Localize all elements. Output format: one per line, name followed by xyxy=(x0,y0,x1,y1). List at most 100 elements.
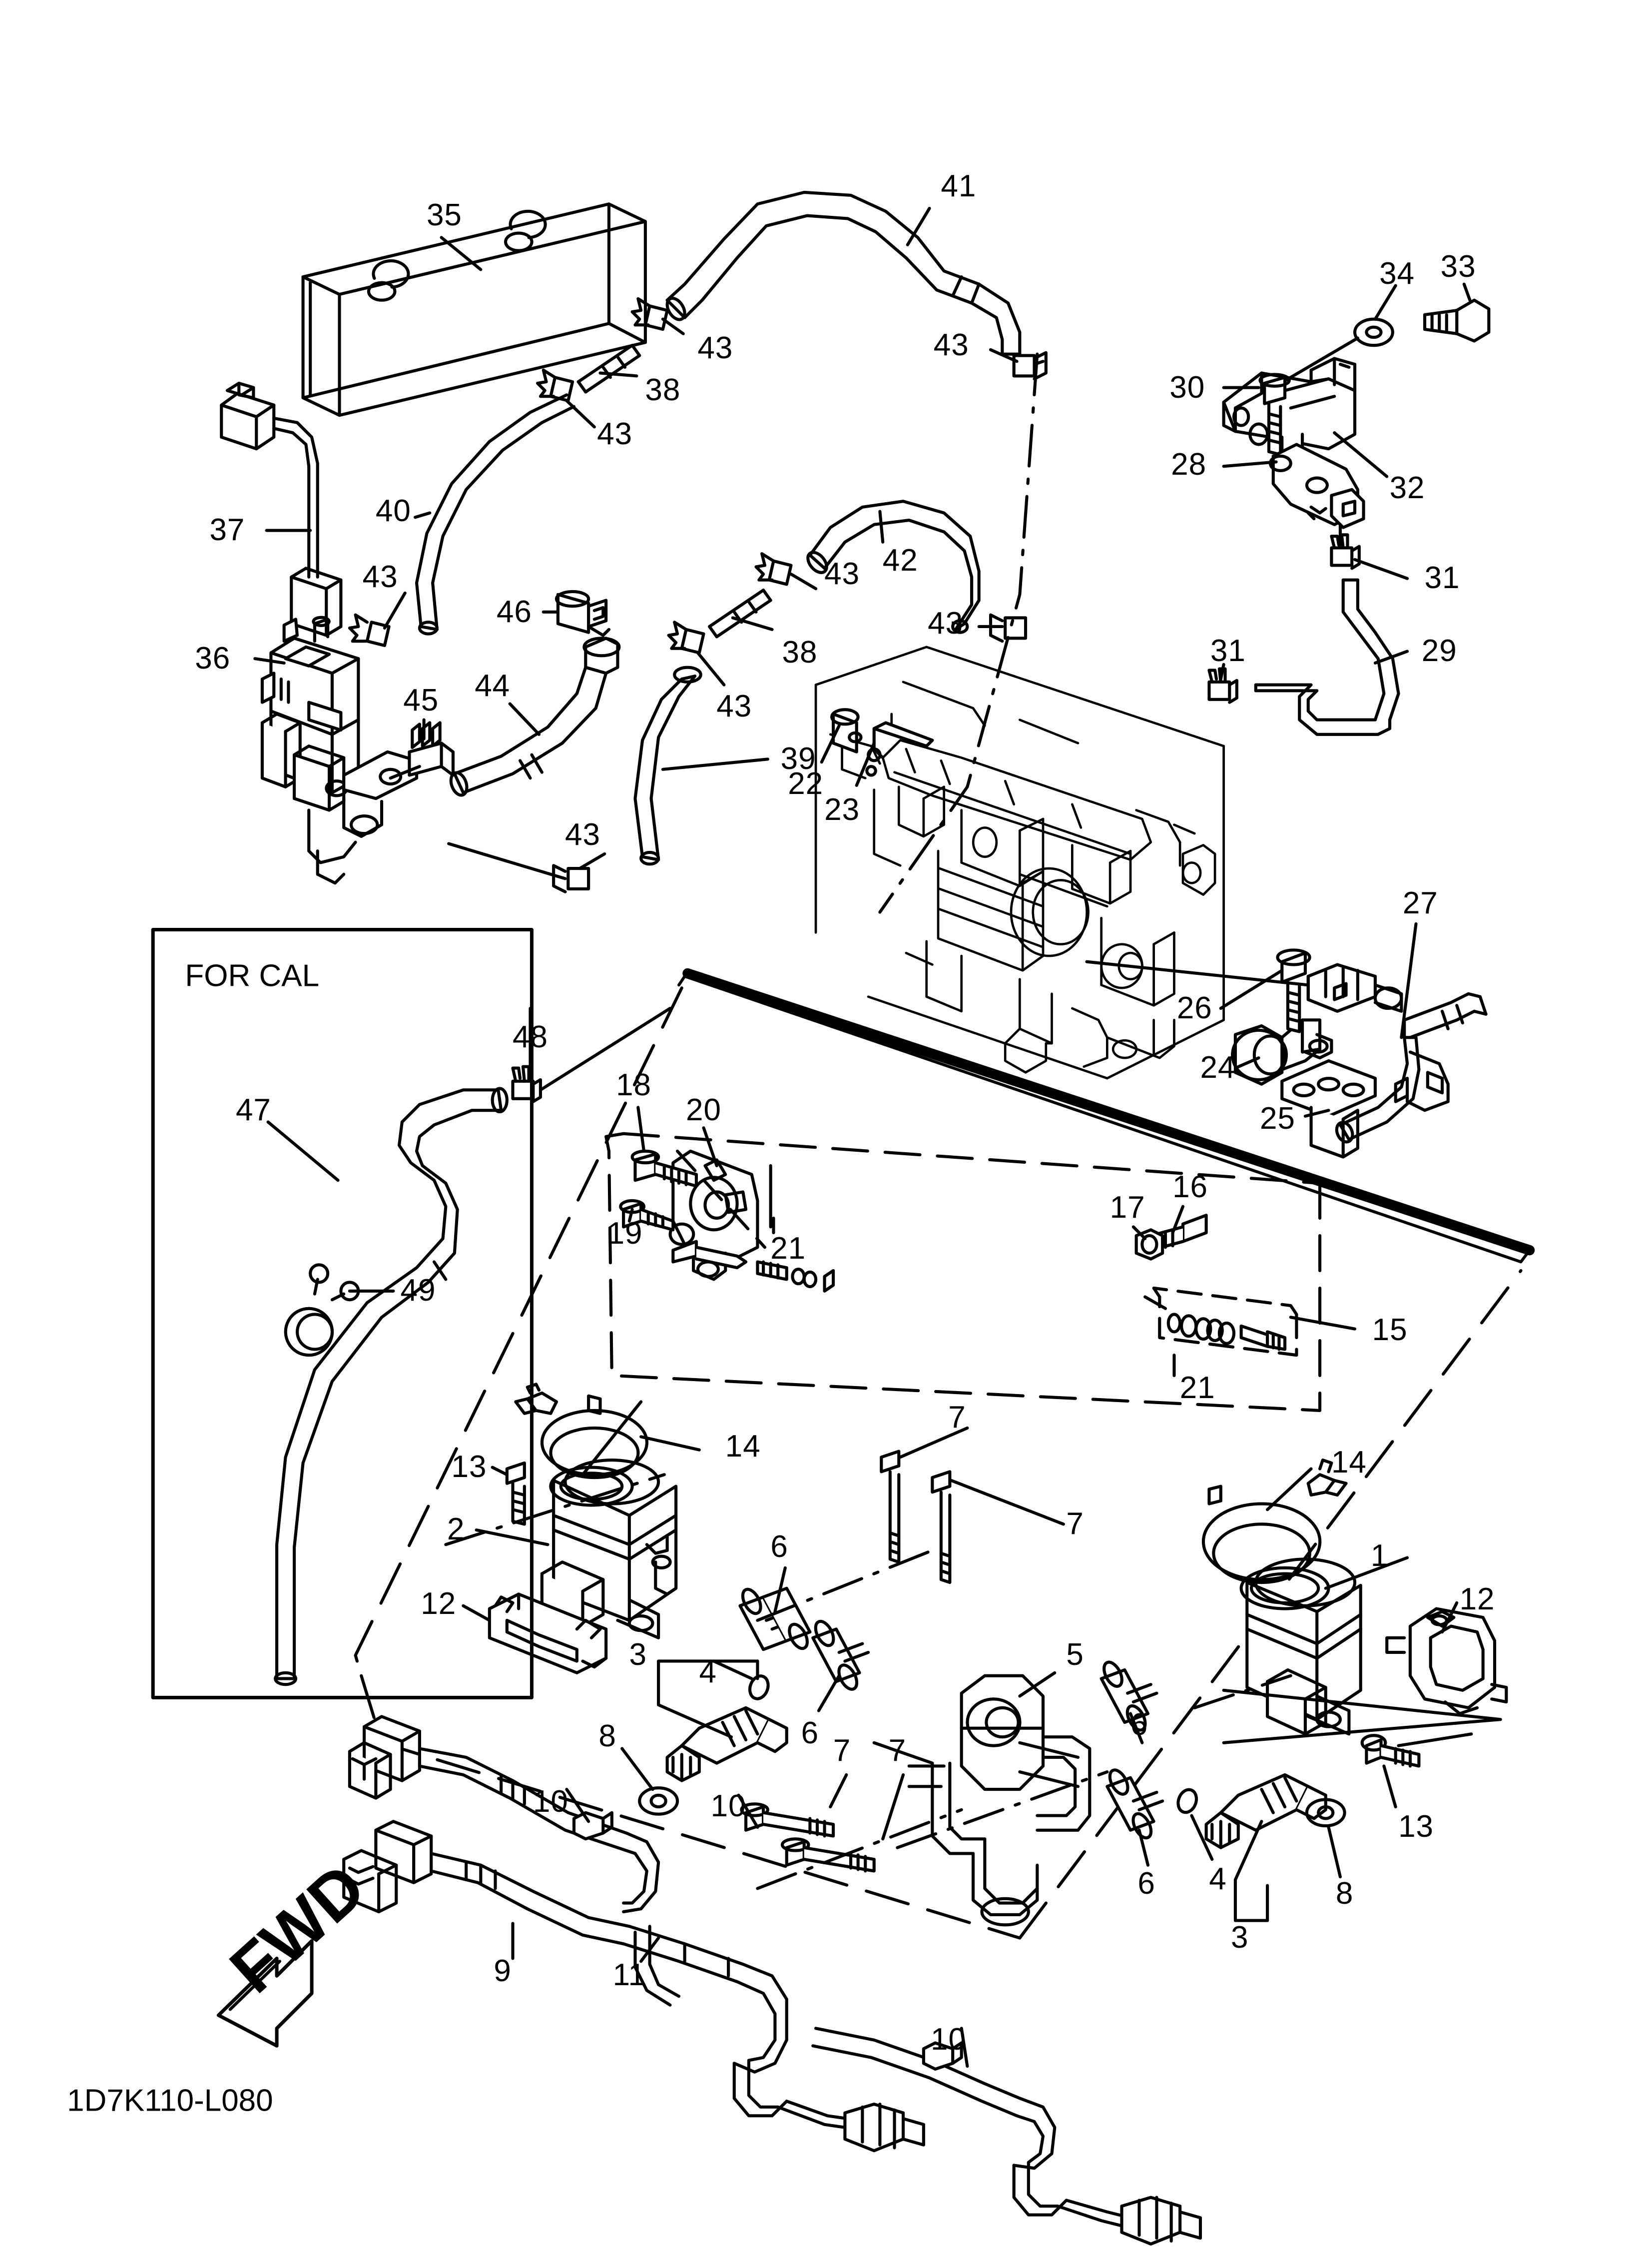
part-6-insulator-d xyxy=(1105,1768,1164,1840)
part-8-washer-right xyxy=(1305,1798,1346,1828)
callout-31: 31 xyxy=(1210,634,1246,669)
part-48-clip xyxy=(511,1065,542,1103)
part-38-pipe-lower xyxy=(708,589,772,639)
callout-20: 20 xyxy=(686,1092,722,1127)
part-37-lead xyxy=(220,381,343,643)
callout-36: 36 xyxy=(195,641,231,676)
part-8-washer-left xyxy=(638,1786,679,1816)
clamp-31-upper xyxy=(1330,533,1361,570)
callout-6: 6 xyxy=(1137,1866,1155,1901)
callout-33: 33 xyxy=(1440,249,1476,284)
callout-9: 9 xyxy=(494,1953,512,1988)
callout-43: 43 xyxy=(716,689,752,724)
callout-27: 27 xyxy=(1402,885,1438,920)
callout-43: 43 xyxy=(565,817,600,852)
callout-32: 32 xyxy=(1389,470,1425,505)
clamp-43-on-38-lower xyxy=(667,621,705,655)
callout-7: 7 xyxy=(1066,1506,1084,1541)
part-15-kit xyxy=(1166,1313,1287,1351)
fwd-arrow-marker xyxy=(216,1939,314,2048)
part-44-hose xyxy=(449,637,621,797)
part-13-bolt-left xyxy=(505,1461,526,1526)
callout-7: 7 xyxy=(948,1400,966,1435)
part-6-insulator-a xyxy=(738,1586,812,1651)
part-35-rail xyxy=(301,202,647,417)
clamp-43-right xyxy=(1012,351,1048,381)
part-13-bolt-right xyxy=(1360,1734,1421,1768)
for-cal-label: FOR CAL xyxy=(185,958,320,993)
part-46-valve xyxy=(554,590,611,637)
callout-11: 11 xyxy=(612,1958,646,1993)
callout-13: 13 xyxy=(451,1449,487,1484)
callout-14: 14 xyxy=(1331,1445,1367,1480)
callout-10: 10 xyxy=(930,2022,966,2057)
callout-13: 13 xyxy=(1398,1809,1434,1844)
part-24-damper xyxy=(1231,1018,1333,1086)
callout-12: 12 xyxy=(1459,1582,1495,1617)
callout-34: 34 xyxy=(1379,256,1415,291)
drawing-number-label: 1D7K110-L080 xyxy=(67,2083,273,2118)
callout-7: 7 xyxy=(833,1733,851,1768)
part-2-joint xyxy=(540,1458,678,1639)
part-23-pin xyxy=(865,721,934,777)
callout-30: 30 xyxy=(1169,370,1205,405)
part-1-joint-right xyxy=(1239,1557,1362,1736)
callout-14: 14 xyxy=(725,1429,761,1464)
callout-3: 3 xyxy=(629,1637,647,1672)
part-39-hose xyxy=(633,666,702,866)
callout-49: 49 xyxy=(400,1273,436,1308)
callout-4: 4 xyxy=(1209,1861,1227,1896)
callout-10: 10 xyxy=(710,1789,746,1824)
callout-47: 47 xyxy=(235,1092,271,1127)
part-25-plate xyxy=(1280,1059,1377,1159)
part-18-bolt xyxy=(630,1149,698,1188)
callout-21: 21 xyxy=(770,1231,806,1266)
callout-7: 7 xyxy=(888,1733,907,1768)
part-40-hose xyxy=(415,393,576,636)
part-49-clip xyxy=(284,1263,360,1357)
part-47-hose xyxy=(274,1087,509,1686)
part-9-11-harness xyxy=(342,1715,1202,2246)
part-36-solenoid xyxy=(260,616,419,885)
callout-43: 43 xyxy=(597,416,633,451)
callout-43: 43 xyxy=(362,559,398,594)
callout-4: 4 xyxy=(699,1654,717,1689)
part-6-insulator-c xyxy=(1100,1660,1158,1732)
part-28-bracket xyxy=(1268,443,1365,529)
part-21-pilot-screw-left xyxy=(671,1240,835,1293)
part-5-manifold xyxy=(872,1674,1092,1927)
callout-3: 3 xyxy=(1230,1920,1249,1955)
callout-16: 16 xyxy=(1172,1170,1208,1205)
callout-6: 6 xyxy=(801,1716,819,1751)
callout-35: 35 xyxy=(426,198,462,233)
callout-38: 38 xyxy=(645,373,681,408)
clamp-43-on-42 xyxy=(754,552,793,586)
part-12-bracket-left xyxy=(488,1592,608,1674)
callout-22: 22 xyxy=(788,766,824,801)
part-27-hose xyxy=(1335,992,1488,1144)
part-42-hose xyxy=(806,500,981,634)
part-14-clamp-right xyxy=(1201,1458,1348,1584)
callout-40: 40 xyxy=(375,494,411,529)
callout-8: 8 xyxy=(1335,1876,1354,1911)
callout-6: 6 xyxy=(770,1529,788,1564)
callout-2: 2 xyxy=(447,1512,465,1547)
part-41-hose xyxy=(665,190,1022,356)
callout-38: 38 xyxy=(782,635,818,670)
part-32-sensor xyxy=(1222,357,1357,459)
clamp-43-on-36 xyxy=(348,613,391,647)
callout-28: 28 xyxy=(1171,447,1207,482)
callout-23: 23 xyxy=(824,792,860,827)
part-30-bolt xyxy=(1258,373,1291,456)
callout-26: 26 xyxy=(1176,990,1212,1025)
part-3-injector-left xyxy=(665,1706,788,1782)
part-33-bolt xyxy=(1423,298,1491,343)
callout-44: 44 xyxy=(475,669,511,704)
part-29-hose xyxy=(1254,578,1400,736)
callout-43: 43 xyxy=(933,327,969,362)
clamp-43-bottom-39 xyxy=(552,864,590,893)
callout-24: 24 xyxy=(1200,1050,1236,1085)
for-cal-inset-box xyxy=(151,928,534,1699)
